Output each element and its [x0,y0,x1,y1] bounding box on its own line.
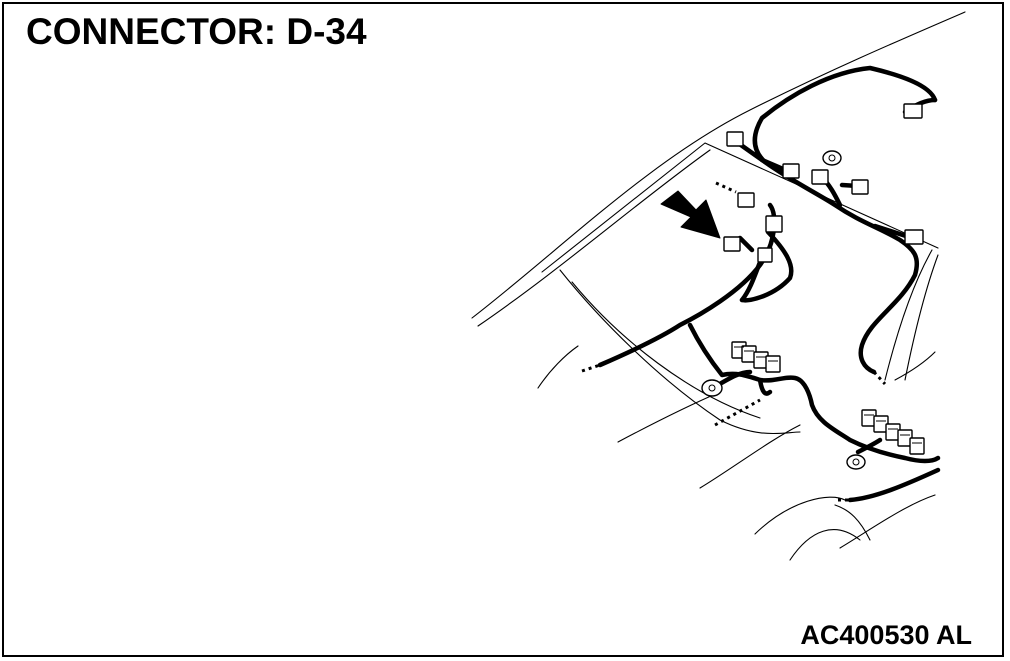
vehicle-body-outline [471,11,966,561]
figure-code-label: AC400530 AL [800,620,972,650]
page-title: CONNECTOR: D-34 [26,11,367,52]
harness-dashed-ends [581,181,887,502]
ground-terminals [701,150,866,470]
pointer-arrow [660,190,721,239]
harness-connectors [723,103,925,455]
